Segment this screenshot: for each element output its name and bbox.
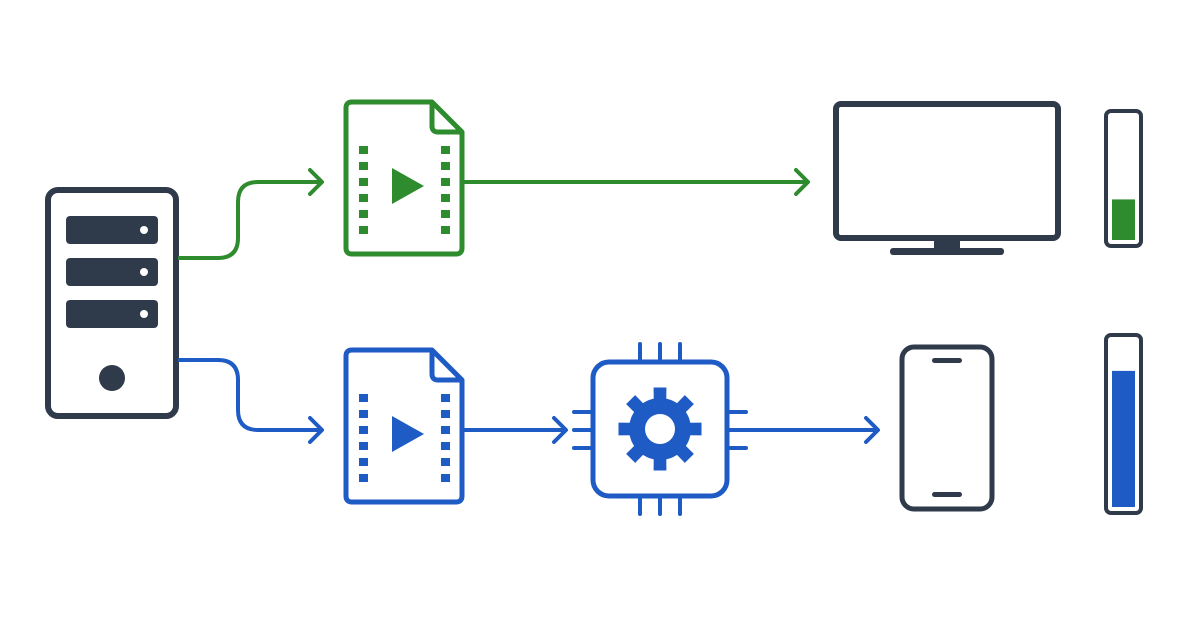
bottom-play-icon — [392, 416, 424, 452]
smartphone-icon — [899, 344, 995, 512]
gear-hole — [645, 414, 675, 444]
server-icon — [45, 187, 179, 419]
top-level-fill — [1112, 199, 1135, 240]
bottom-level-indicator — [1104, 333, 1143, 515]
top-path-arrows — [178, 168, 810, 260]
bottom-path-arrows — [178, 358, 880, 444]
bottom-video-file-icon — [343, 347, 465, 505]
bottom-level-fill — [1112, 370, 1135, 507]
top-level-indicator — [1104, 109, 1143, 248]
gear-icon — [618, 387, 702, 471]
top-video-file-icon — [343, 99, 465, 257]
chip-gear-icon — [572, 342, 748, 516]
top-play-icon — [392, 168, 424, 204]
monitor-icon — [833, 101, 1061, 255]
